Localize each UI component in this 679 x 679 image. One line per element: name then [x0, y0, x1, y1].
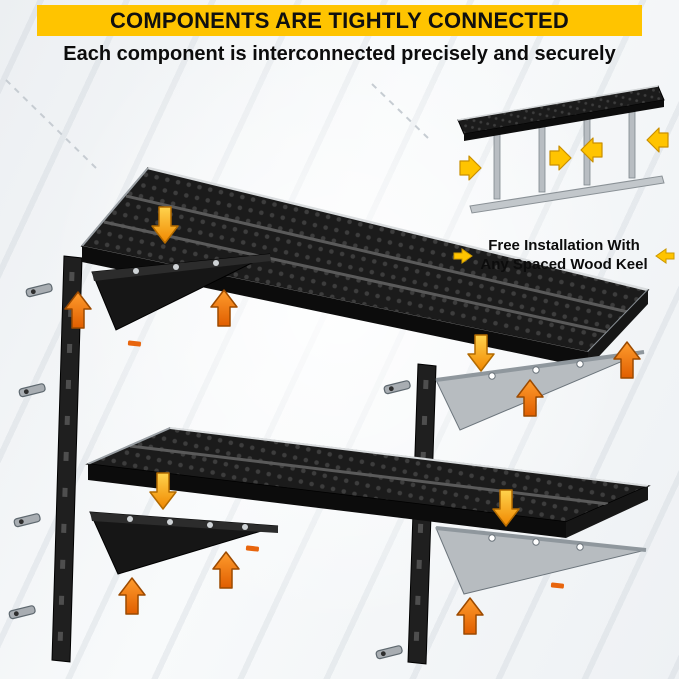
up-arrow-icon	[118, 577, 146, 615]
guide-dashes	[5, 79, 429, 169]
caption-arrow-left-icon	[453, 247, 474, 264]
mounting-hook-icon	[12, 512, 42, 528]
upper-right-bracket	[435, 350, 645, 431]
mounting-hook-icon	[17, 382, 47, 398]
caption-line-2: Any Spaced Wood Keel	[480, 255, 648, 273]
caption-line-1: Free Installation With	[488, 237, 640, 254]
up-arrow-icon	[212, 551, 240, 589]
mounting-hook-icon	[374, 644, 404, 660]
left-arrow-icon	[646, 127, 669, 153]
keel-installation-illustration	[457, 85, 669, 214]
pin-dashes	[127, 340, 565, 589]
right-arrow-icon	[459, 155, 482, 181]
header-banner: COMPONENTS ARE TIGHTLY CONNECTED	[37, 5, 642, 36]
mounting-hook-icon	[7, 604, 37, 620]
mounting-hook-icon	[382, 379, 412, 395]
inset-top-shelf	[457, 85, 665, 141]
caption-arrow-right-icon	[654, 247, 675, 264]
up-arrow-icon	[210, 289, 238, 327]
inset-caption-text: Free Installation With Any Spaced Wood K…	[480, 237, 647, 275]
upper-left-bracket	[91, 253, 271, 331]
inset-caption: Free Installation With Any Spaced Wood K…	[452, 237, 676, 275]
lower-left-bracket	[89, 511, 279, 575]
page-subtitle: Each component is interconnected precise…	[63, 43, 616, 65]
wall-hooks-middle	[374, 379, 412, 660]
up-arrow-icon	[456, 597, 484, 635]
wall-hooks-left	[7, 282, 54, 620]
right-arrow-icon	[549, 145, 572, 171]
lower-right-bracket	[435, 526, 647, 595]
left-wall-rail	[51, 255, 83, 663]
mounting-hook-icon	[24, 282, 54, 298]
inset-lower-shelf	[469, 175, 665, 214]
inset-panel: Free Installation With Any Spaced Wood K…	[452, 76, 676, 275]
page-title: COMPONENTS ARE TIGHTLY CONNECTED	[109, 7, 570, 33]
